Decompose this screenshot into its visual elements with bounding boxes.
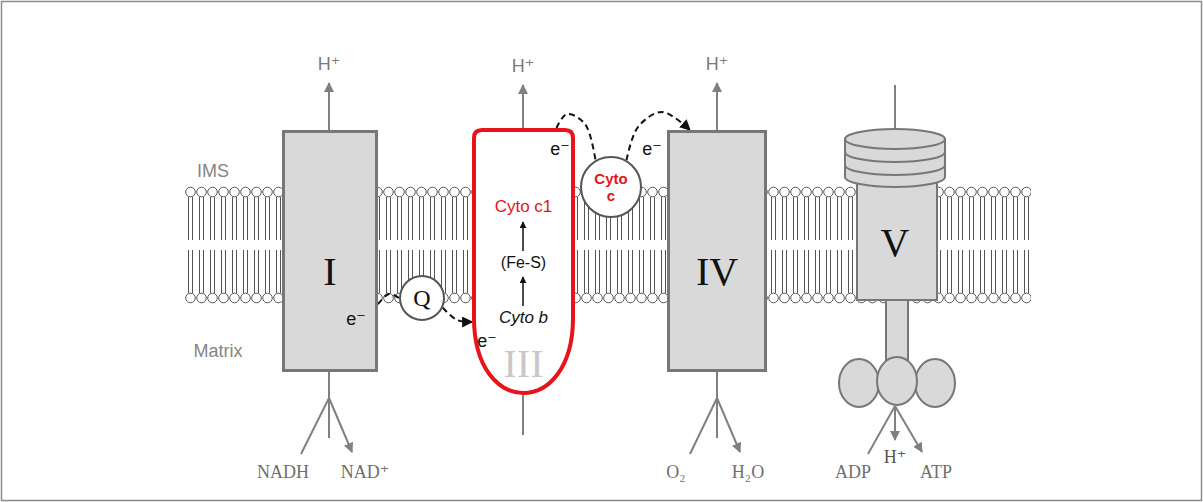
complex-number: I (285, 250, 375, 294)
substrate-label: NADH (257, 463, 309, 483)
electron-path (378, 294, 399, 304)
cofactor-label: Cyto b (472, 309, 575, 328)
cofactor-label: (Fe-S) (472, 254, 575, 272)
atp-synthase: V (835, 125, 955, 412)
synthase-ring (845, 129, 945, 187)
reaction-line (716, 398, 718, 438)
flux-lines (301, 83, 922, 454)
reaction-arrow (894, 406, 896, 440)
carrier-label: Cyto c (582, 171, 640, 204)
complex-shape: Cyto c1(Fe-S)Cyto bIII (472, 128, 575, 400)
transfer-arrow (522, 277, 524, 306)
complex-box: I (282, 130, 378, 372)
stalk-line (522, 395, 524, 435)
transfer-arrow (522, 222, 524, 251)
compartment-label: Matrix (194, 342, 243, 362)
substrate-label: O₂ (666, 463, 685, 483)
electron-label: e⁻ (346, 310, 366, 330)
electron-label: e⁻ (550, 140, 570, 160)
reaction-line (716, 372, 718, 398)
proton-arrow (522, 85, 524, 128)
product-label: ATP (920, 463, 952, 483)
electron-label: e⁻ (642, 140, 662, 160)
ring-line (845, 139, 945, 149)
reaction-line (868, 406, 895, 454)
reaction-arrow (329, 398, 352, 452)
synthase-head (915, 359, 955, 407)
synthase-head (877, 357, 917, 405)
ring-line (845, 165, 945, 175)
electron-path (443, 308, 472, 322)
product-label: H₂O (732, 463, 764, 483)
reaction-line (328, 398, 330, 438)
proton-arrow (328, 83, 330, 130)
complex-number: IV (670, 250, 764, 294)
atp-synthase-outline (835, 125, 955, 412)
proton-arrow (716, 83, 718, 130)
carrier-circle: Cyto c (580, 156, 642, 218)
electron-label: e⁻ (477, 332, 497, 352)
synthase-head (839, 359, 879, 407)
synthase-stalk (886, 300, 908, 360)
cofactor-label: Cyto c1 (472, 198, 575, 217)
compartment-label: IMS (197, 162, 229, 182)
reaction-line (301, 398, 329, 454)
substrate-label: ADP (835, 463, 871, 483)
ion-label: H⁺ (512, 57, 535, 77)
carrier-label: Q (401, 285, 443, 311)
ring-line (845, 152, 945, 162)
product-label: NAD⁺ (341, 463, 390, 483)
ion-label: H⁺ (706, 55, 729, 75)
complex-number: V (835, 221, 955, 265)
carrier-circle: Q (399, 275, 445, 321)
ion-label: H⁺ (884, 448, 907, 468)
complex-box: IV (667, 130, 767, 372)
reaction-line (328, 372, 330, 398)
reaction-line (690, 398, 717, 454)
reaction-arrow (717, 398, 740, 452)
stalk-line (894, 85, 896, 129)
reaction-arrow (895, 406, 922, 452)
ion-label: H⁺ (318, 55, 341, 75)
